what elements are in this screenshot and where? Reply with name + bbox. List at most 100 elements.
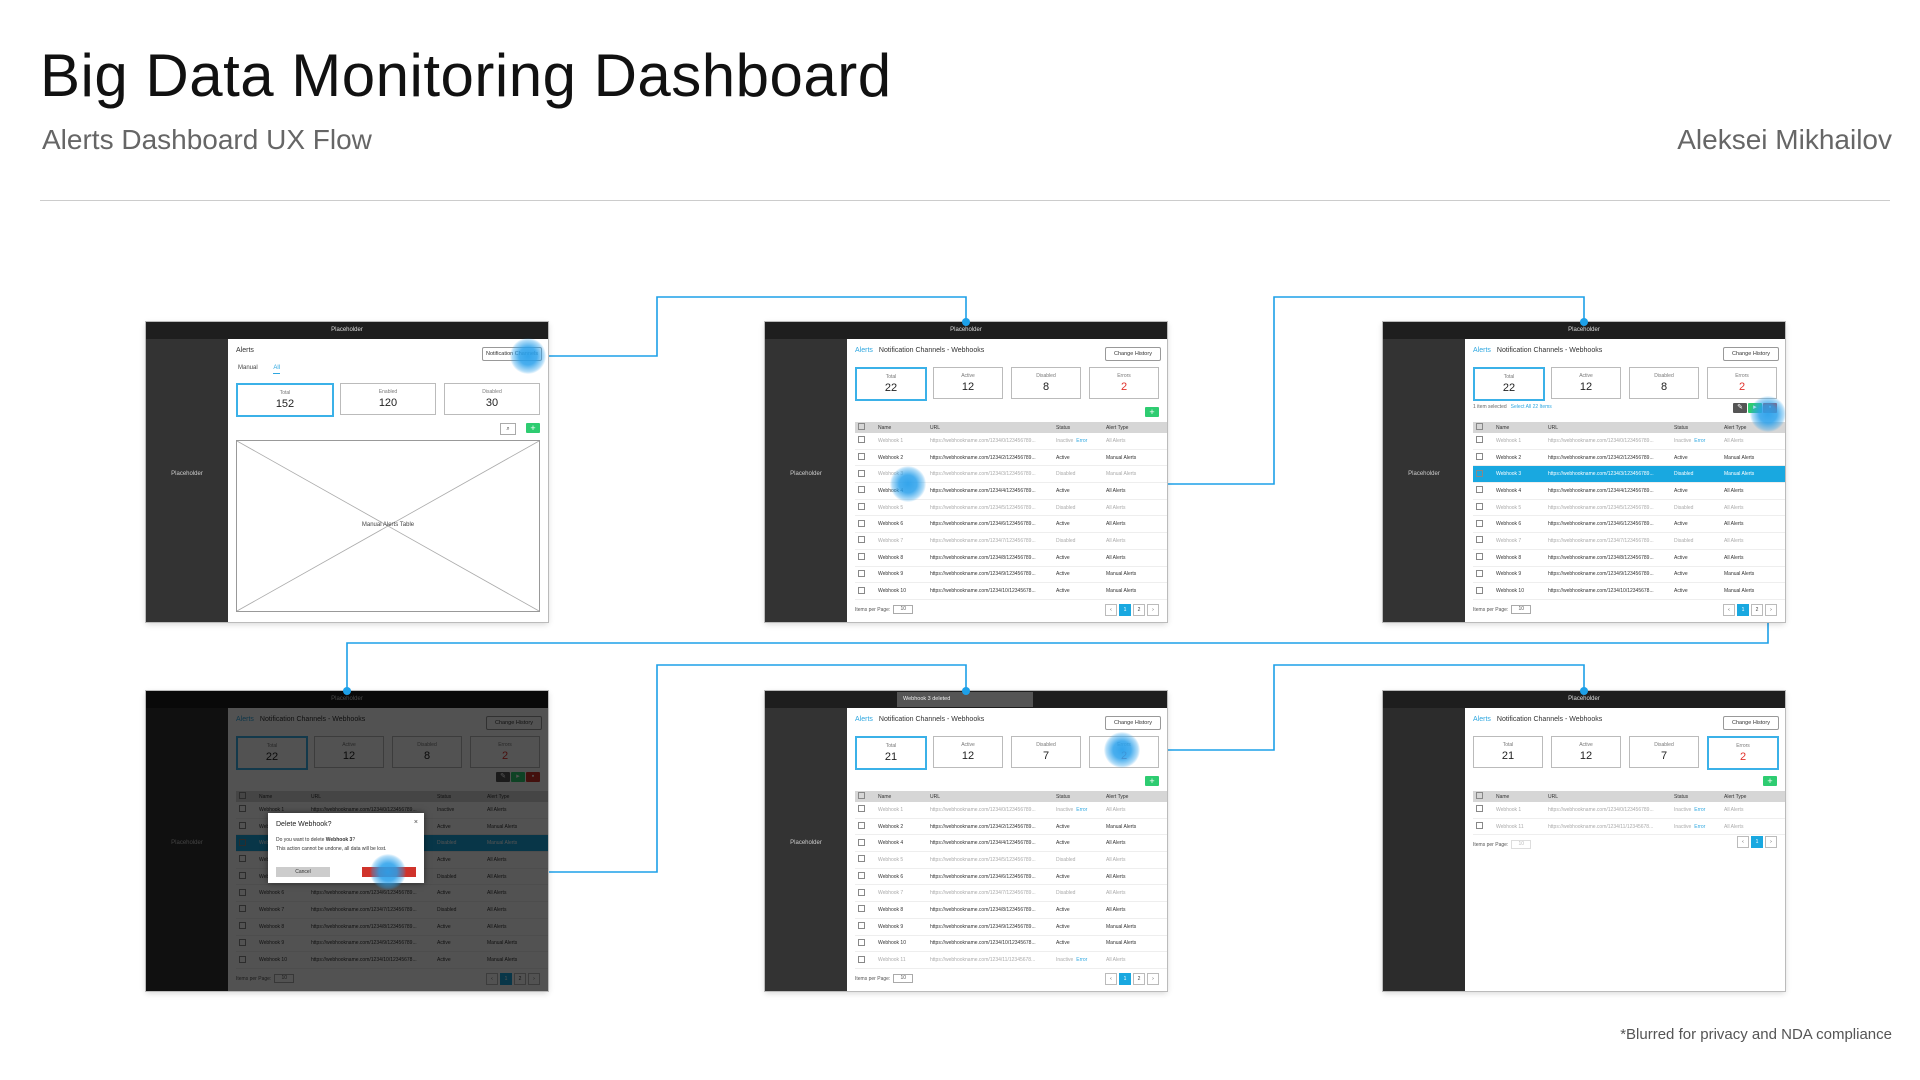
status-error-link[interactable]: Error xyxy=(1694,823,1706,830)
row-checkbox[interactable] xyxy=(1473,582,1493,600)
row-checkbox[interactable] xyxy=(855,582,875,600)
column-header[interactable]: URL xyxy=(927,422,1053,433)
cancel-button[interactable]: Cancel xyxy=(276,867,330,877)
select-all-checkbox[interactable] xyxy=(855,791,875,802)
row-checkbox[interactable] xyxy=(855,884,875,903)
column-header[interactable]: Name xyxy=(1493,422,1545,433)
select-all-checkbox[interactable] xyxy=(1473,791,1493,802)
status-error-link[interactable]: Error xyxy=(1076,437,1088,444)
row-checkbox[interactable] xyxy=(1473,499,1493,517)
change-history-button[interactable]: Change History xyxy=(1105,716,1161,730)
column-header[interactable]: Alert Type xyxy=(1721,791,1785,802)
next-page-button[interactable]: › xyxy=(1765,604,1777,616)
page-button[interactable]: 2 xyxy=(1133,604,1145,616)
page-button[interactable]: 1 xyxy=(1751,836,1763,848)
row-checkbox[interactable] xyxy=(855,449,875,467)
tab-all[interactable]: All xyxy=(273,365,281,374)
next-page-button[interactable]: › xyxy=(1765,836,1777,848)
row-checkbox[interactable] xyxy=(1473,449,1493,467)
column-header[interactable]: URL xyxy=(927,791,1053,802)
row-checkbox[interactable] xyxy=(855,499,875,517)
breadcrumb-alerts[interactable]: Alerts xyxy=(855,347,873,354)
prev-page-button[interactable]: ‹ xyxy=(1737,836,1749,848)
column-header[interactable]: Alert Type xyxy=(1103,791,1167,802)
add-webhook-button[interactable]: + xyxy=(1763,776,1777,786)
breadcrumb-alerts[interactable]: Alerts xyxy=(1473,716,1491,723)
column-header[interactable]: Alert Type xyxy=(1103,422,1167,433)
row-checkbox[interactable] xyxy=(855,465,875,484)
row-checkbox[interactable] xyxy=(1473,549,1493,567)
prev-page-button[interactable]: ‹ xyxy=(1105,973,1117,985)
page-button[interactable]: 2 xyxy=(1133,973,1145,985)
status-error-link[interactable]: Error xyxy=(1076,957,1088,964)
next-page-button[interactable]: › xyxy=(1147,973,1159,985)
search-button[interactable]: ⌕ xyxy=(500,423,516,435)
row-checkbox[interactable] xyxy=(855,851,875,869)
row-checkbox[interactable] xyxy=(855,901,875,919)
row-checkbox[interactable] xyxy=(855,818,875,836)
page-button[interactable]: 1 xyxy=(1737,604,1749,616)
change-history-button[interactable]: Change History xyxy=(1723,347,1779,361)
column-header[interactable]: Status xyxy=(1053,791,1103,802)
add-webhook-button[interactable]: + xyxy=(1145,407,1159,417)
table-row[interactable]: Webhook 4https://webhookname.com/1234/4/… xyxy=(855,482,1167,500)
prev-page-button[interactable]: ‹ xyxy=(1105,604,1117,616)
row-checkbox[interactable] xyxy=(1473,433,1493,450)
select-all-checkbox[interactable] xyxy=(855,422,875,433)
next-page-button[interactable]: › xyxy=(1147,604,1159,616)
column-header[interactable]: URL xyxy=(1545,422,1671,433)
row-checkbox[interactable] xyxy=(1473,818,1493,836)
row-checkbox[interactable] xyxy=(855,566,875,584)
row-checkbox[interactable] xyxy=(855,868,875,886)
select-all-link[interactable]: Select All 22 Items xyxy=(1510,404,1552,410)
column-header[interactable]: Status xyxy=(1053,422,1103,433)
column-header[interactable]: URL xyxy=(1545,791,1671,802)
row-checkbox[interactable] xyxy=(855,834,875,853)
close-icon[interactable]: × xyxy=(413,819,418,826)
column-header[interactable]: Status xyxy=(1671,422,1721,433)
tab-manual[interactable]: Manual xyxy=(238,365,258,371)
row-checkbox[interactable] xyxy=(1473,802,1493,819)
items-per-page-select[interactable]: 10 xyxy=(1511,605,1532,614)
breadcrumb-alerts[interactable]: Alerts xyxy=(1473,347,1491,354)
add-alert-button[interactable]: + xyxy=(526,423,540,433)
row-checkbox[interactable] xyxy=(1473,465,1493,484)
page-button[interactable]: 1 xyxy=(1119,973,1131,985)
row-checkbox[interactable] xyxy=(855,549,875,567)
status-error-link[interactable]: Error xyxy=(1694,806,1706,813)
row-checkbox[interactable] xyxy=(855,532,875,550)
